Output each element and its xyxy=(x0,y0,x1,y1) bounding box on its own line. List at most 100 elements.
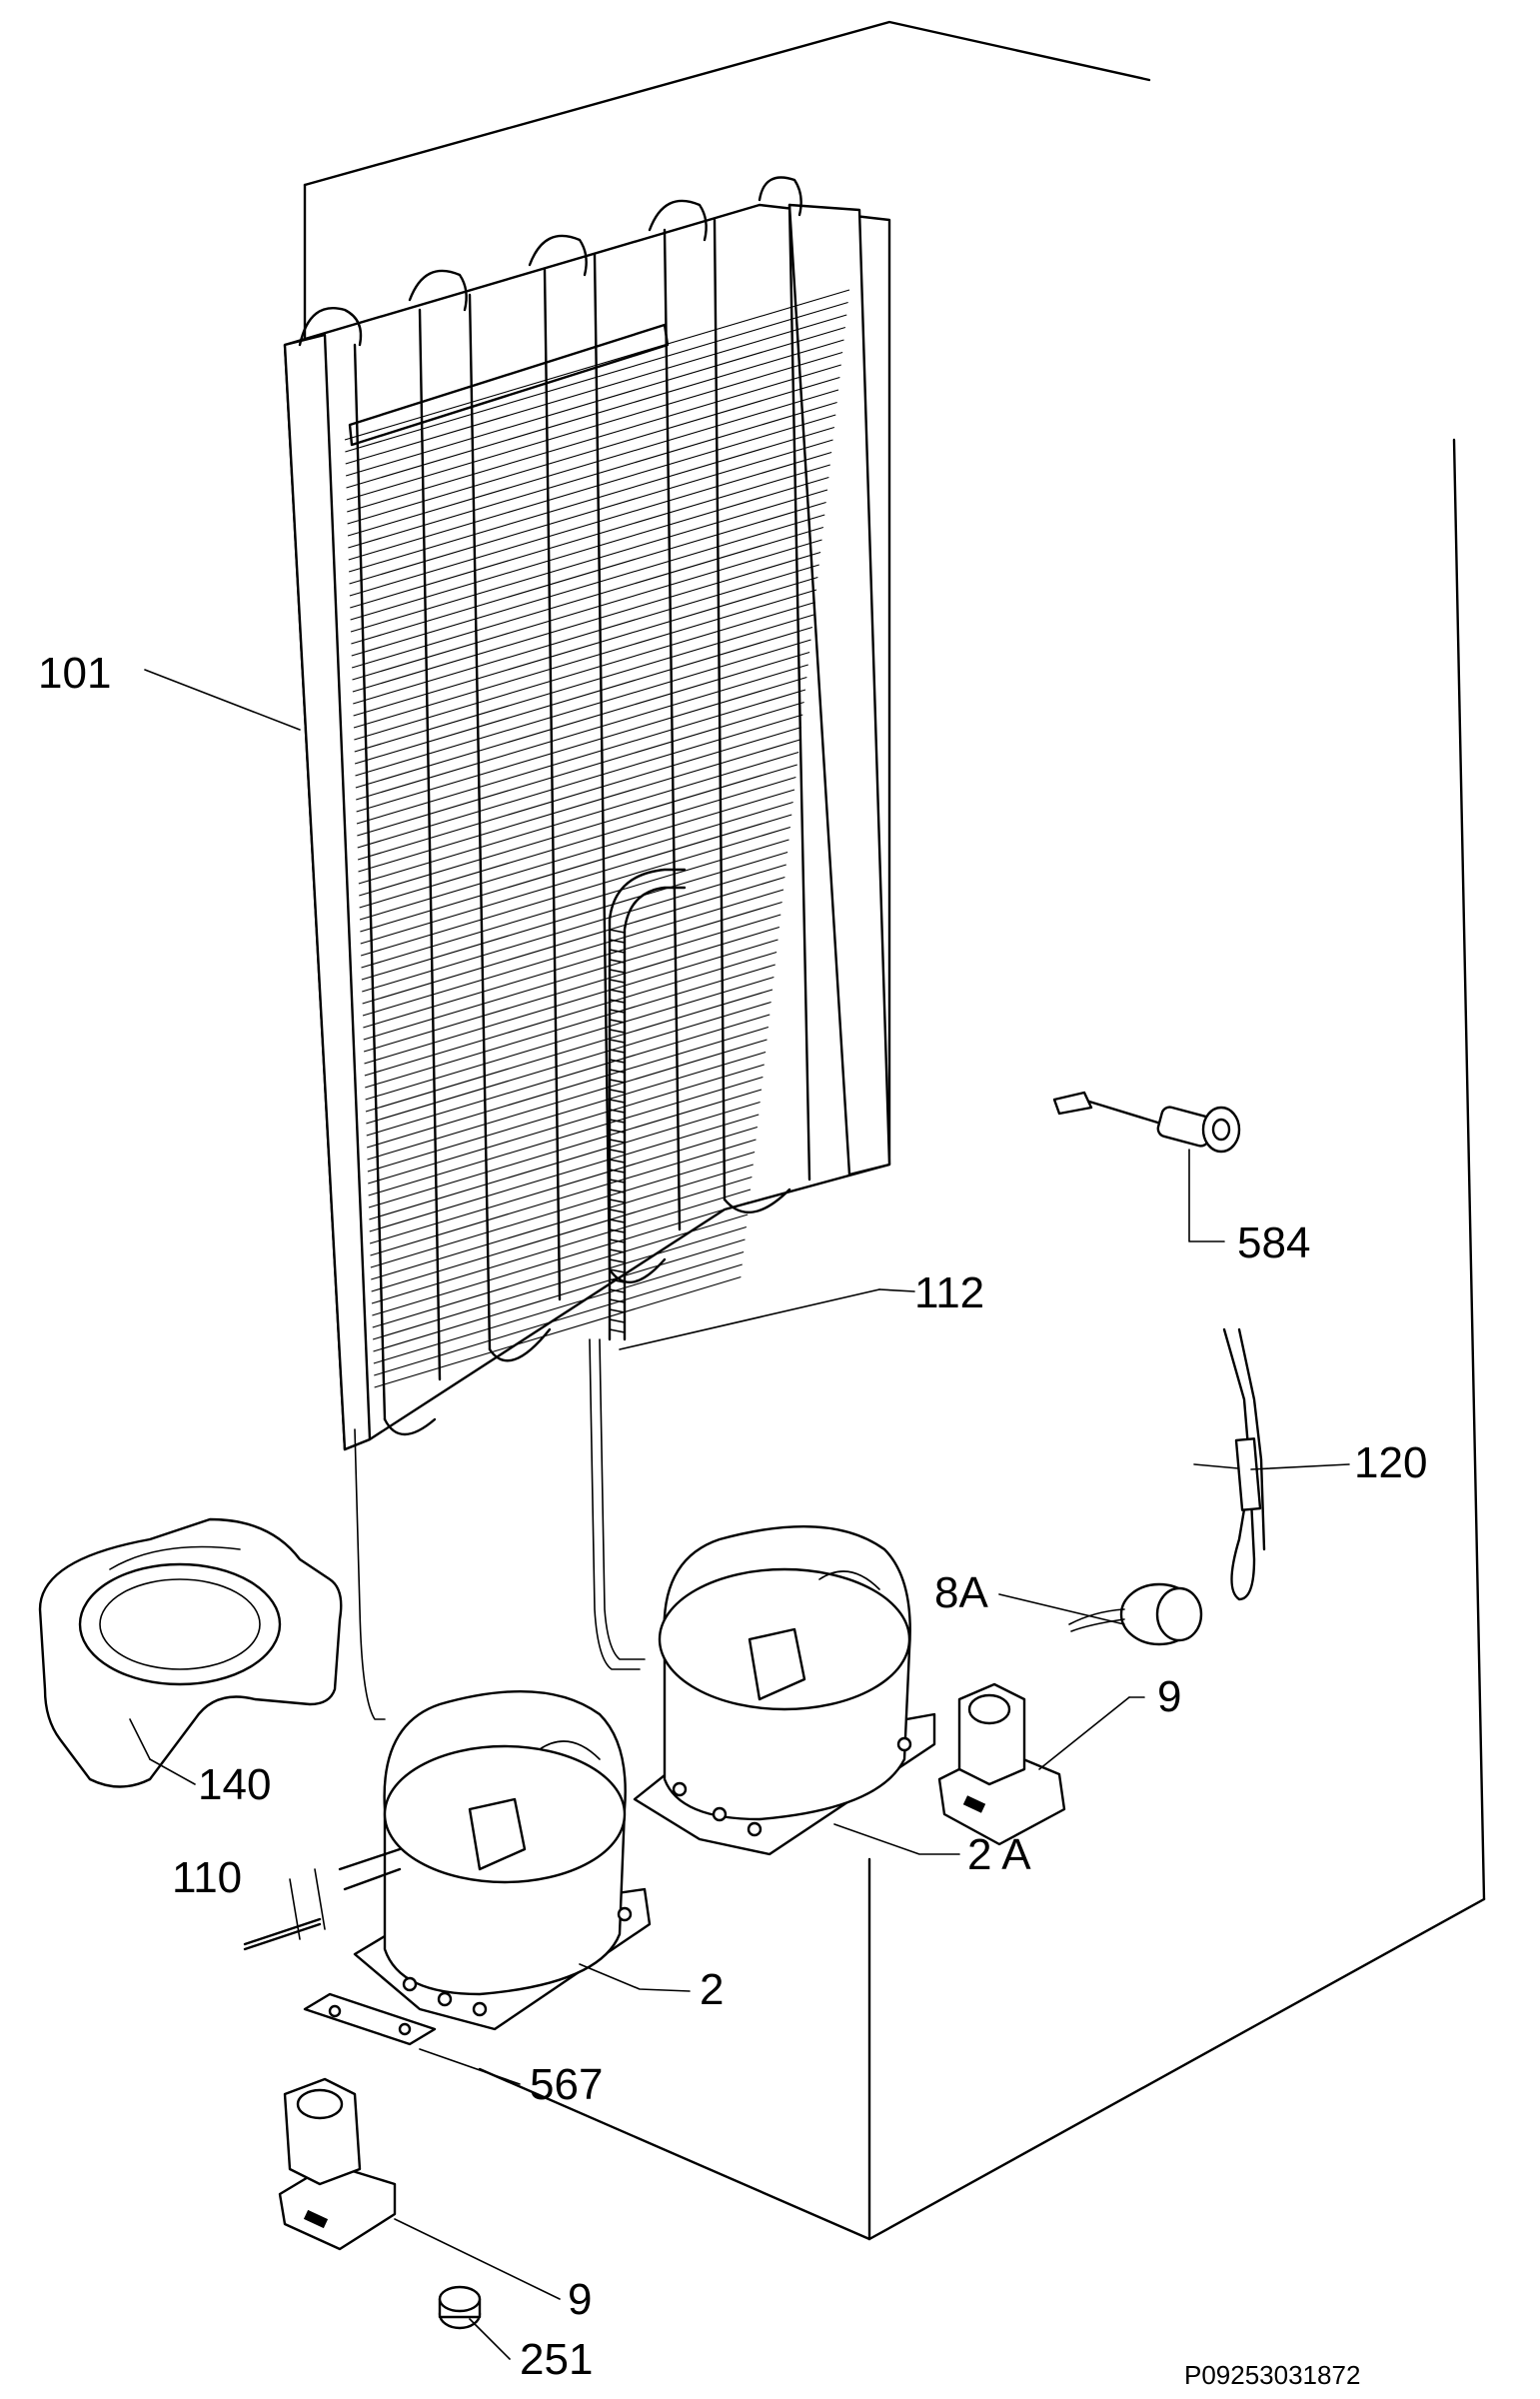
condenser-fin xyxy=(357,714,803,849)
drain-coil-ring xyxy=(609,1298,626,1303)
condenser-fin xyxy=(367,1039,768,1161)
drain-coil-ring xyxy=(609,1109,626,1114)
drain-coil-ring xyxy=(609,1179,626,1184)
condenser-fin xyxy=(356,676,807,813)
plate-567 xyxy=(303,1992,437,2046)
condenser-fin xyxy=(370,1139,757,1256)
drain-coil-ring xyxy=(609,929,626,934)
drain-coil-ring xyxy=(609,989,626,994)
condenser-fin xyxy=(351,526,824,669)
condenser-fin xyxy=(371,1164,754,1280)
condenser-fin xyxy=(348,401,837,549)
callout-110: 110 xyxy=(172,1853,242,1902)
sensor-584 xyxy=(1052,1091,1241,1154)
callout-112: 112 xyxy=(914,1268,984,1317)
drain-coil-ring xyxy=(609,1308,626,1313)
callout-2: 2 xyxy=(700,1965,724,2014)
drain-coil-ring xyxy=(609,979,626,984)
drain-coil-ring xyxy=(609,1129,626,1134)
leader-lines xyxy=(129,669,1350,2360)
condenser-fin xyxy=(353,564,819,705)
drain-coil-ring xyxy=(609,1009,626,1014)
drain-coil-ring xyxy=(609,1199,626,1203)
drain-coil-ring xyxy=(609,1258,626,1263)
drain-coil-ring xyxy=(609,1288,626,1293)
drain-coil-ring xyxy=(609,1049,626,1054)
drawing-code: P09253031872 xyxy=(1184,2360,1360,2390)
drain-coil-ring xyxy=(609,1099,626,1104)
drain-coil-ring xyxy=(609,1189,626,1194)
condenser-fin xyxy=(354,626,813,765)
condenser-fin xyxy=(374,1263,743,1376)
drain-coil-ring xyxy=(609,1139,626,1144)
condenser-fin xyxy=(356,664,808,801)
callout-9-lower: 9 xyxy=(568,2275,592,2324)
callout-567: 567 xyxy=(530,2060,603,2109)
condenser-fin xyxy=(373,1250,745,1364)
condenser-fin xyxy=(350,489,828,633)
callout-9-upper: 9 xyxy=(1157,1672,1181,1721)
condenser-fin xyxy=(367,1051,767,1173)
drain-coil-ring xyxy=(609,939,626,944)
clip-9-upper xyxy=(937,1682,1066,1846)
drain-coil-ring xyxy=(609,1029,626,1034)
condenser-fin xyxy=(354,601,815,741)
condenser-fin xyxy=(347,389,839,537)
drain-coil-ring xyxy=(609,949,626,954)
condenser-fin xyxy=(368,1064,765,1185)
drain-coil-ring xyxy=(609,1328,626,1333)
drain-coil-ring xyxy=(609,1019,626,1024)
condenser-fin xyxy=(358,739,800,873)
drain-coil-ring xyxy=(609,1089,626,1094)
condenser-fin xyxy=(372,1200,750,1316)
condenser-fin xyxy=(353,576,818,717)
drain-coil-ring xyxy=(609,1238,626,1243)
condenser-fin xyxy=(351,514,825,657)
drain-coil-ring xyxy=(609,959,626,964)
condenser-fin xyxy=(355,639,811,777)
condenser-fin xyxy=(349,439,833,585)
drain-coil-ring xyxy=(609,1169,626,1174)
condenser-fin xyxy=(347,364,841,513)
drain-coil-ring xyxy=(609,1248,626,1253)
callout-140: 140 xyxy=(198,1760,271,1809)
drain-coil-ring xyxy=(609,1079,626,1084)
condenser-fin xyxy=(359,776,796,909)
callout-584: 584 xyxy=(1237,1218,1310,1267)
condenser-fin xyxy=(351,501,826,645)
condenser-fin xyxy=(358,751,799,885)
condenser-fin xyxy=(354,614,814,753)
condenser-fin xyxy=(352,539,822,681)
condenser-fin xyxy=(356,689,806,825)
cabinet-outline xyxy=(303,20,1486,2241)
callout-101: 101 xyxy=(38,649,111,698)
drain-coil-ring xyxy=(609,1228,626,1233)
drain-coil-ring xyxy=(609,1069,626,1074)
condenser-fin xyxy=(348,414,836,561)
condenser-fin xyxy=(353,589,817,729)
condenser-fin xyxy=(359,789,795,921)
condenser-fin xyxy=(368,1089,763,1208)
compressor-2a xyxy=(633,1524,936,1856)
callout-8a: 8A xyxy=(934,1568,988,1617)
pipes xyxy=(354,1338,646,1720)
condenser-fin xyxy=(359,764,797,897)
drain-coil-ring xyxy=(609,1119,626,1124)
condenser-fin xyxy=(371,1176,753,1292)
harness-120 xyxy=(1193,1327,1266,1601)
callout-251: 251 xyxy=(520,2335,593,2384)
drain-coil-ring xyxy=(609,1059,626,1064)
condenser-fin xyxy=(357,701,804,837)
condenser-fin xyxy=(357,726,802,861)
compressor-2 xyxy=(338,1689,652,2031)
condenser-fin xyxy=(350,476,829,621)
pins-110 xyxy=(243,1917,322,1951)
condenser-fin xyxy=(369,1101,761,1220)
condenser-panel xyxy=(283,176,891,1451)
callout-120: 120 xyxy=(1354,1438,1427,1487)
drain-coil-ring xyxy=(609,969,626,974)
drain-coil-ring xyxy=(609,1159,626,1164)
drain-coil-ring xyxy=(609,1039,626,1044)
condenser-fin xyxy=(366,1026,770,1149)
